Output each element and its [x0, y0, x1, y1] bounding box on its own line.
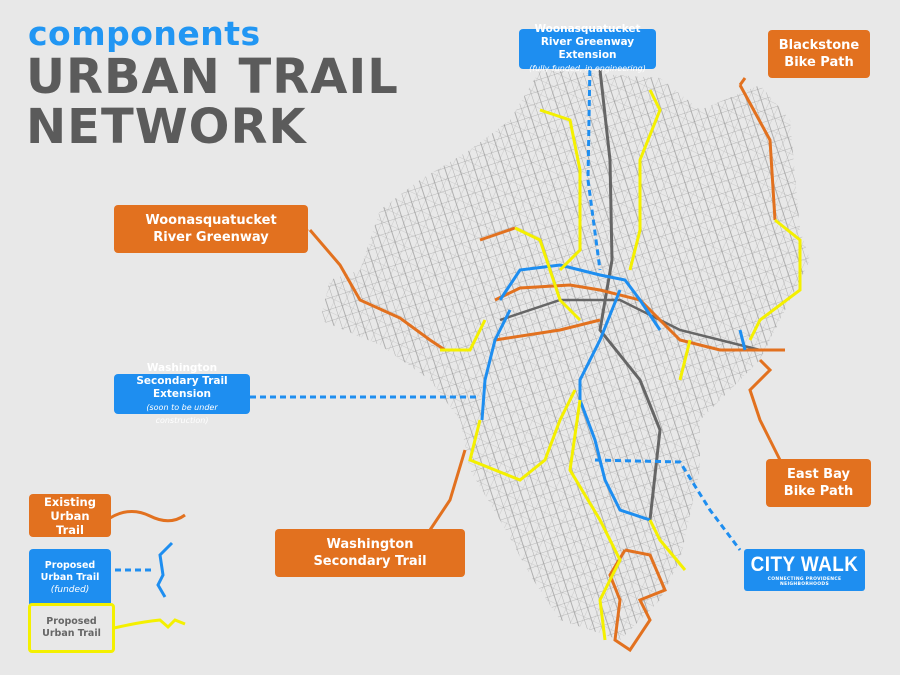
callout-title: Woonasquatucket River Greenway Extension	[534, 23, 641, 61]
callout-washington-extension: Washington Secondary Trail Extension (so…	[114, 362, 250, 425]
proposed-funded-trails	[250, 59, 747, 551]
callout-blackstone: Blackstone Bike Path	[768, 30, 870, 78]
connector	[738, 77, 747, 86]
legend-proposed: Proposed Urban Trail	[28, 603, 115, 653]
callout-washington: Washington Secondary Trail	[275, 529, 465, 577]
highway	[598, 69, 662, 521]
legend-funded-swatch	[156, 541, 174, 598]
legend-existing-swatch	[109, 510, 186, 523]
map-subtitle: components	[28, 14, 261, 53]
map-title: URBAN TRAIL NETWORK	[26, 52, 399, 152]
callout-title: Blackstone Bike Path	[778, 38, 860, 70]
callout-note: (fully funded, in engineering)	[529, 64, 646, 73]
callout-east-bay: East Bay Bike Path	[766, 459, 871, 507]
legend-proposed-funded: Proposed Urban Trail (funded)	[29, 549, 111, 607]
legend-existing: Existing Urban Trail	[29, 494, 111, 537]
logo-name: CITY WALK	[750, 553, 859, 576]
callout-title: East Bay Bike Path	[783, 467, 854, 499]
legend-label: Proposed Urban Trail	[40, 560, 100, 583]
logo-tagline: CONNECTING PROVIDENCE NEIGHBORHOODS	[767, 577, 842, 587]
callout-title: Woonasquatucket River Greenway	[145, 213, 277, 245]
legend-label: Proposed Urban Trail	[42, 616, 101, 639]
callout-woonasquatucket: Woonasquatucket River Greenway	[114, 205, 308, 253]
highway	[499, 298, 761, 352]
existing-trails	[308, 84, 785, 653]
connector	[768, 439, 782, 461]
title-line-1: URBAN TRAIL	[26, 49, 399, 105]
title-line-2: NETWORK	[26, 99, 307, 155]
callout-woonasquatucket-extension: Woonasquatucket River Greenway Extension…	[519, 23, 656, 73]
city-walk-logo: CITY WALK CONNECTING PROVIDENCE NEIGHBOR…	[744, 549, 865, 591]
legend-label: Existing Urban Trail	[44, 494, 96, 537]
callout-note: (soon to be under construction)	[146, 402, 218, 425]
legend-proposed-swatch	[113, 618, 186, 630]
proposed-trails	[440, 89, 802, 641]
callout-title: Washington Secondary Trail	[313, 537, 427, 569]
callout-title: Washington Secondary Trail Extension	[136, 361, 228, 400]
legend-note: (funded)	[50, 585, 90, 595]
